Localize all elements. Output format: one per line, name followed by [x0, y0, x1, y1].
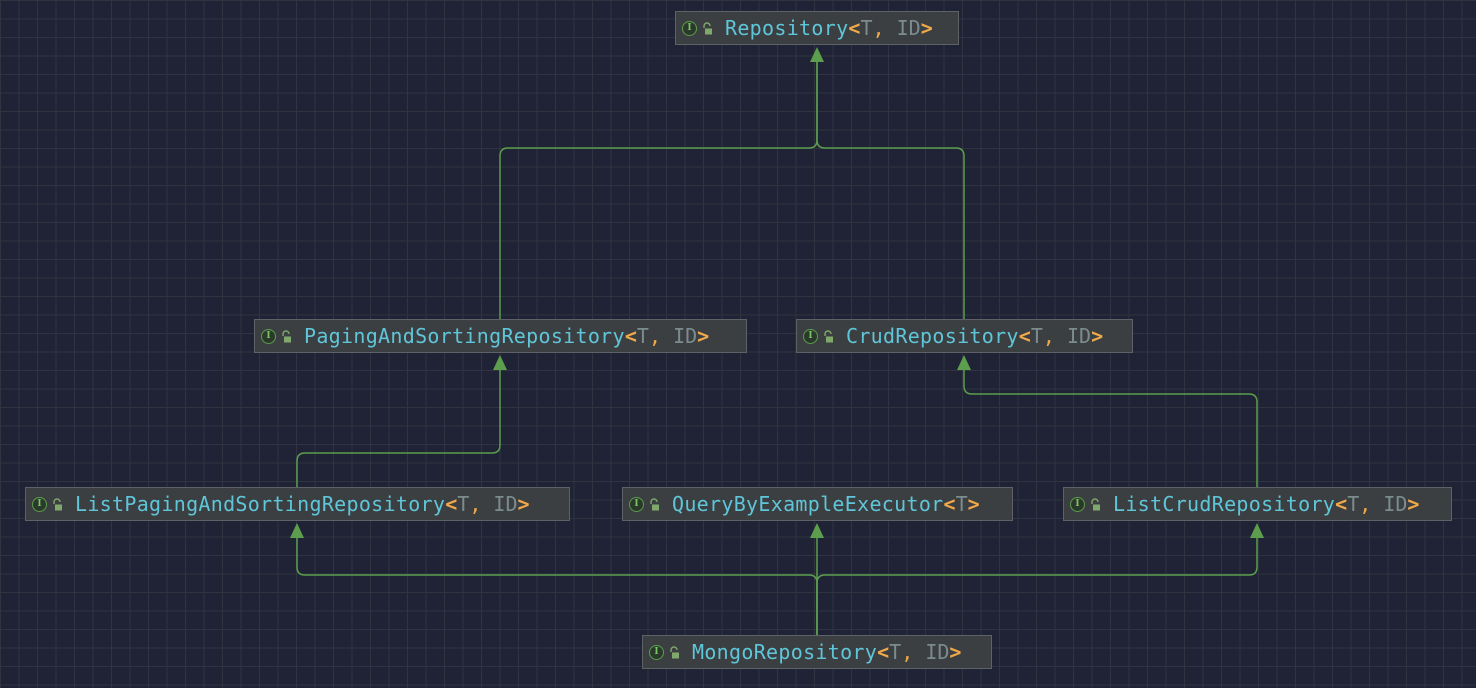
- interface-icon: I: [682, 20, 697, 36]
- node-repository[interactable]: I Repository<T, ID>: [675, 11, 959, 45]
- type-parameter: T: [457, 492, 470, 516]
- edge-paging-to-repository: [499, 60, 818, 322]
- generic-close-bracket: >: [920, 16, 933, 40]
- type-parameter: T: [636, 324, 649, 348]
- interface-icon: I: [803, 328, 818, 344]
- edge-listpaging-to-paging: [296, 370, 501, 490]
- type-name: QueryByExampleExecutor: [672, 492, 944, 516]
- node-list-paging-and-sorting-repository[interactable]: I ListPagingAndSortingRepository<T, ID>: [25, 487, 570, 521]
- public-access-lock-icon: [1089, 497, 1101, 511]
- param-separator: ,: [901, 640, 926, 664]
- arrowhead-listpaging: [290, 523, 304, 538]
- node-query-by-example-executor[interactable]: I QueryByExampleExecutor<T>: [622, 487, 1013, 521]
- type-name: ListPagingAndSortingRepository: [75, 492, 446, 516]
- generic-close-bracket: >: [949, 640, 962, 664]
- edge-mongo-to-listpaging: [296, 538, 818, 636]
- param-separator: ,: [648, 324, 674, 348]
- interface-icon: I: [1070, 496, 1085, 512]
- edge-listcrud-to-crud: [963, 370, 1258, 490]
- param-separator: ,: [1359, 492, 1384, 516]
- node-crud-repository[interactable]: I CrudRepository<T, ID>: [796, 319, 1133, 353]
- edge-crud-to-repository: [816, 60, 965, 322]
- param-separator: ,: [469, 492, 494, 516]
- type-parameter: T: [889, 640, 902, 664]
- generic-open-bracket: <: [624, 324, 637, 348]
- interface-icon: I: [649, 644, 664, 660]
- generic-close-bracket: >: [967, 492, 980, 516]
- node-paging-and-sorting-repository[interactable]: I PagingAndSortingRepository<T, ID>: [254, 319, 747, 353]
- type-name: Repository: [725, 16, 849, 40]
- generic-open-bracket: <: [877, 640, 890, 664]
- generic-close-bracket: >: [1091, 324, 1104, 348]
- arrowhead-repository: [810, 47, 824, 62]
- public-access-lock-icon: [668, 645, 680, 659]
- public-access-lock-icon: [701, 21, 713, 35]
- type-name: PagingAndSortingRepository: [304, 324, 625, 348]
- generic-close-bracket: >: [697, 324, 710, 348]
- type-parameter: ID: [1383, 492, 1408, 516]
- generic-open-bracket: <: [445, 492, 458, 516]
- arrowhead-listcrud: [1250, 523, 1264, 538]
- generic-open-bracket: <: [1018, 324, 1031, 348]
- node-mongo-repository[interactable]: I MongoRepository<T, ID>: [642, 635, 992, 669]
- generic-open-bracket: <: [848, 16, 861, 40]
- public-access-lock-icon: [280, 329, 292, 343]
- edge-mongo-to-listcrud: [816, 538, 1258, 636]
- type-parameter: ID: [673, 324, 698, 348]
- type-name: CrudRepository: [846, 324, 1019, 348]
- type-parameter: T: [1030, 324, 1043, 348]
- type-parameter: T: [955, 492, 968, 516]
- generic-close-bracket: >: [1407, 492, 1420, 516]
- generic-open-bracket: <: [1335, 492, 1348, 516]
- public-access-lock-icon: [51, 497, 63, 511]
- interface-icon: I: [261, 328, 276, 344]
- generic-open-bracket: <: [943, 492, 956, 516]
- param-separator: ,: [1042, 324, 1067, 348]
- public-access-lock-icon: [822, 329, 834, 343]
- param-separator: ,: [872, 16, 897, 40]
- generic-close-bracket: >: [517, 492, 530, 516]
- type-name: MongoRepository: [692, 640, 878, 664]
- type-parameter: ID: [1066, 324, 1092, 348]
- arrowhead-paging: [493, 355, 507, 370]
- type-parameter: ID: [896, 16, 921, 40]
- interface-icon: I: [629, 496, 644, 512]
- arrowhead-crud: [957, 355, 971, 370]
- node-list-crud-repository[interactable]: I ListCrudRepository<T, ID>: [1063, 487, 1452, 521]
- type-name: ListCrudRepository: [1113, 492, 1336, 516]
- type-parameter: ID: [493, 492, 518, 516]
- interface-icon: I: [32, 496, 47, 512]
- type-parameter: T: [860, 16, 873, 40]
- public-access-lock-icon: [648, 497, 660, 511]
- type-parameter: ID: [925, 640, 950, 664]
- arrowhead-qbe: [810, 523, 824, 538]
- type-parameter: T: [1347, 492, 1360, 516]
